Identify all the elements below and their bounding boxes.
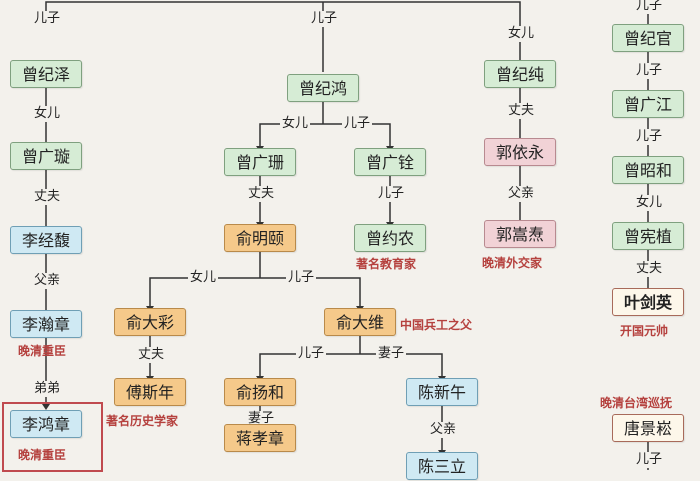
relation-label: 女儿: [32, 106, 63, 122]
relation-label: 儿子: [296, 346, 327, 362]
relation-label: 女儿: [506, 26, 537, 42]
note-li-hongzhang: 晚清重臣: [18, 448, 67, 462]
relation-label: 女儿: [188, 270, 219, 286]
person-zeng-guangjiang: 曾广江: [612, 90, 684, 118]
relation-label: 儿子: [634, 452, 665, 468]
relation-label: 丈夫: [32, 189, 63, 205]
relation-label: 妻子: [376, 346, 407, 362]
person-chen-sanli: 陈三立: [406, 452, 478, 480]
person-zeng-jize: 曾纪泽: [10, 60, 82, 88]
person-tang-jingsong: 唐景崧: [612, 414, 684, 442]
note-yu-dawei: 中国兵工之父: [400, 318, 473, 332]
person-chen-xinwu: 陈新午: [406, 378, 478, 406]
note-zeng-yuenong: 著名教育家: [356, 257, 417, 271]
person-fu-sinian: 傅斯年: [114, 378, 186, 406]
relation-label: 丈夫: [136, 347, 167, 363]
person-yu-dacai: 俞大彩: [114, 308, 186, 336]
person-guo-songtao: 郭嵩焘: [484, 220, 556, 248]
person-yu-mingyi: 俞明颐: [224, 224, 296, 252]
note-ye-jianying: 开国元帅: [620, 324, 669, 338]
relation-label: 女儿: [634, 195, 665, 211]
person-guo-yiyong: 郭依永: [484, 138, 556, 166]
person-chiang-xiaozhang: 蒋孝章: [224, 424, 296, 452]
relation-label: 儿子: [634, 0, 665, 14]
relation-label: 儿子: [286, 270, 317, 286]
person-zeng-guangshan: 曾广珊: [224, 148, 296, 176]
person-zeng-jihong: 曾纪鸿: [287, 74, 359, 102]
person-zeng-yuenong: 曾约农: [354, 224, 426, 252]
relation-label: 儿子: [634, 129, 665, 145]
relation-label: 妻子: [246, 411, 277, 427]
note-tang-jingsong: 晚清台湾巡抚: [600, 396, 673, 410]
relation-label: 父亲: [32, 273, 63, 289]
relation-label: 女儿: [280, 116, 311, 132]
person-ye-jianying: 叶剑英: [612, 288, 684, 316]
person-zeng-xianzhi: 曾宪植: [612, 222, 684, 250]
relation-label: 儿子: [376, 186, 407, 202]
person-yu-dawei: 俞大维: [324, 308, 396, 336]
relation-label: 父亲: [506, 186, 537, 202]
person-zeng-guangquan: 曾广铨: [354, 148, 426, 176]
person-zeng-jichun: 曾纪纯: [484, 60, 556, 88]
relation-label: 儿子: [342, 116, 373, 132]
person-zeng-jiguan: 曾纪官: [612, 24, 684, 52]
person-li-hongzhang: 李鸿章: [10, 410, 82, 438]
connector-lines: [42, 0, 652, 470]
relation-label: 丈夫: [634, 261, 665, 277]
note-li-hanzhang: 晚清重臣: [18, 344, 67, 358]
person-zeng-zhaohe: 曾昭和: [612, 156, 684, 184]
relation-label: 父亲: [428, 422, 459, 438]
relation-label: 儿子: [309, 11, 340, 27]
note-fu-sinian: 著名历史学家: [106, 414, 179, 428]
person-li-hanzhang: 李瀚章: [10, 310, 82, 338]
person-li-jingfu: 李经馥: [10, 226, 82, 254]
person-yu-yanghe: 俞扬和: [224, 378, 296, 406]
person-zeng-guangxuan: 曾广璇: [10, 142, 82, 170]
relation-label: 丈夫: [246, 186, 277, 202]
note-guo-songtao: 晚清外交家: [482, 256, 543, 270]
relation-label: 儿子: [32, 11, 63, 27]
relation-label: 儿子: [634, 63, 665, 79]
relation-label: 丈夫: [506, 103, 537, 119]
relation-label: 弟弟: [32, 381, 63, 397]
